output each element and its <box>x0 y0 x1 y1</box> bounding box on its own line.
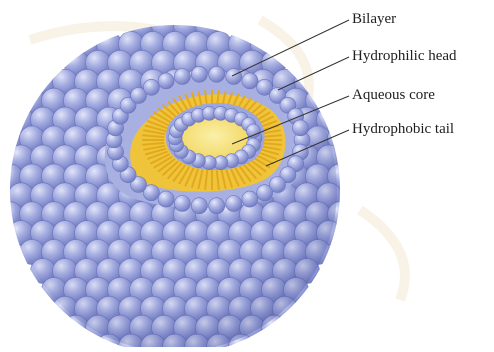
lipid-head-bead <box>191 66 207 82</box>
lipid-head-bead <box>226 196 242 212</box>
lipid-head-bead <box>292 120 308 136</box>
lipid-head-bead <box>242 191 258 207</box>
lipid-head-bead <box>246 124 260 138</box>
label-aqueous-core: Aqueous core <box>352 86 435 104</box>
lipid-head-bead <box>158 191 174 207</box>
lipid-head-bead <box>158 73 174 89</box>
lipid-head-bead <box>209 66 225 82</box>
lipid-head-bead <box>257 185 273 201</box>
lipid-head-bead <box>209 198 225 214</box>
lipid-head-bead <box>174 196 190 212</box>
lipid-head-bead <box>191 198 207 214</box>
cutaway-section <box>105 66 310 213</box>
lipid-head-bead <box>242 73 258 89</box>
label-bilayer: Bilayer <box>352 10 396 28</box>
label-hydrophilic-head: Hydrophilic head <box>352 47 457 65</box>
lipid-head-bead <box>143 79 159 95</box>
lipid-head-bead <box>174 69 190 85</box>
label-hydrophobic-tail: Hydrophobic tail <box>352 120 454 138</box>
lipid-head-bead <box>226 69 242 85</box>
